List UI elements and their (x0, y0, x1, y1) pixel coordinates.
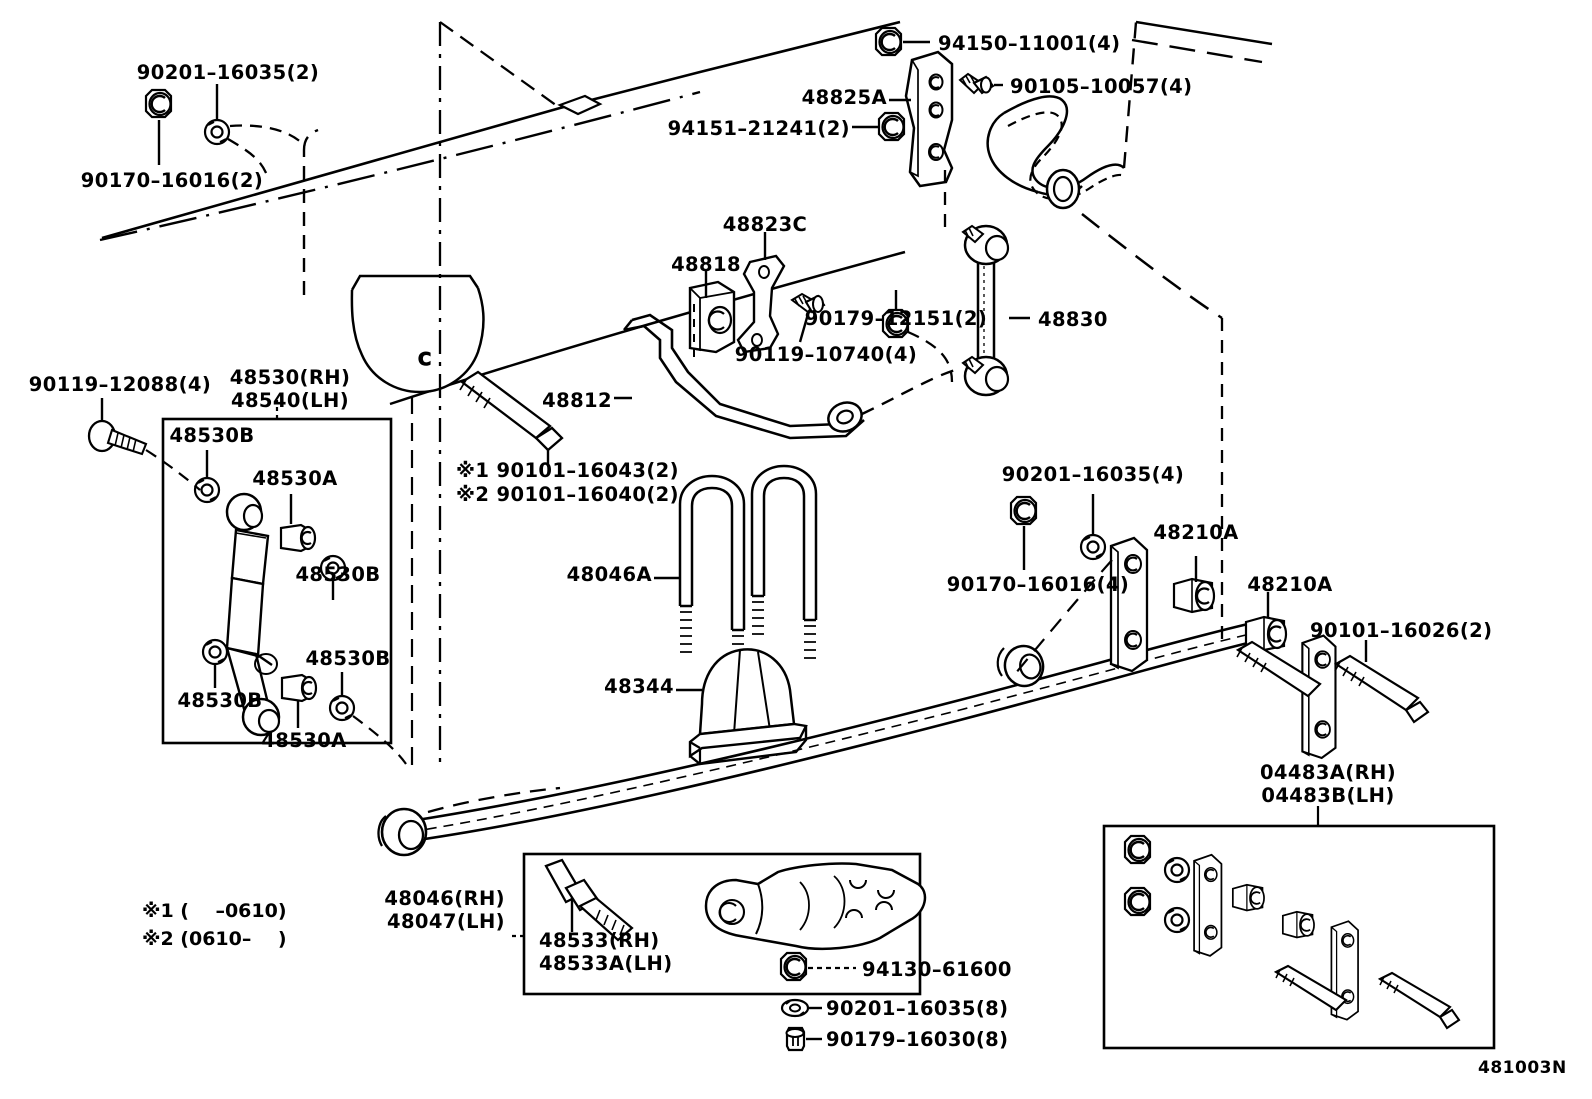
label-94130-61600: 94130–61600 (862, 958, 1012, 981)
note-1: ※1 ( –0610) (142, 900, 287, 922)
label-90119-12088: 90119–12088(4) (28, 373, 212, 396)
fastener-90170-16016-upper (144, 88, 173, 165)
stabilizer-link-48830 (961, 224, 1030, 397)
fastener-90105-10057 (958, 72, 1003, 95)
label-90201-16035-bottom: 90201–16035(8) (826, 997, 1009, 1020)
label-48530B-1: 48530B (169, 424, 255, 447)
label-48344: 48344 (604, 675, 674, 698)
control-arm (986, 20, 1273, 560)
label-94151-21241: 94151–21241(2) (667, 117, 850, 140)
label-90170-16016-right: 90170–16016(4) (946, 573, 1130, 596)
label-48530B-3: 48530B (305, 647, 391, 670)
stabilizer-bracket-48823C (736, 232, 786, 354)
label-48047-lh: 48047(LH) (386, 910, 505, 933)
fastener-94150-11001 (874, 26, 930, 57)
fastener-94151-21241 (852, 111, 906, 142)
label-90179-16030-bottom: 90179–16030(8) (826, 1028, 1009, 1051)
shock-absorber-48530 (225, 492, 281, 737)
label-48825A: 48825A (801, 86, 887, 109)
svg-text:C: C (418, 349, 431, 370)
label-48530A-1: 48530A (252, 467, 338, 490)
label-94150-11001: 94150–11001(4) (938, 32, 1121, 55)
label-48210A-2: 48210A (1247, 573, 1333, 596)
label-48046-rh: 48046(RH) (384, 887, 505, 910)
label-48830: 48830 (1038, 308, 1108, 331)
label-90119-10740: 90119–10740(4) (734, 343, 918, 366)
label-48533A-lh: 48533A(LH) (539, 952, 673, 975)
stabilizer-bar-48812 (614, 313, 956, 440)
label-90101-16026: 90101–16026(2) (1310, 619, 1493, 642)
shock-bushings (193, 450, 407, 765)
label-48818: 48818 (671, 253, 741, 276)
label-90201-16035-right: 90201–16035(4) (1001, 463, 1185, 486)
label-90105-10057: 90105–10057(4) (1010, 75, 1193, 98)
note-2: ※2 (0610– ) (142, 928, 287, 950)
label-48210A-1: 48210A (1153, 521, 1239, 544)
fastener-90119-10740 (790, 292, 826, 343)
shackle-kit-box (1102, 806, 1496, 1050)
leaf-spring (377, 622, 1253, 857)
shackle-assembly-right (1009, 494, 1430, 760)
label-48046A: 48046A (566, 563, 652, 586)
fastener-90201-16035-upper (203, 84, 270, 179)
label-48530A-2: 48530A (261, 729, 347, 752)
center-bolt-90101 (459, 370, 564, 466)
label-48540-lh: 48540(LH) (230, 389, 350, 412)
label-04483B-lh: 04483B(LH) (1261, 784, 1395, 807)
fastener-90119-12088 (87, 398, 201, 491)
label-90170-16016-upper: 90170–16016(2) (80, 169, 264, 192)
label-48530-rh: 48530(RH) (229, 366, 351, 389)
label-48530B-2: 48530B (295, 563, 381, 586)
label-48530B-4: 48530B (177, 689, 263, 712)
stabilizer-cushion-48818 (688, 271, 736, 358)
label-90179-12151: 90179–12151(2) (804, 307, 988, 330)
label-bolt-note2: ※2 90101–16040(2) (456, 483, 679, 506)
figure-code: 481003N (1478, 1058, 1567, 1078)
label-04483A-rh: 04483A(RH) (1259, 761, 1397, 784)
bump-stop-48344 (676, 648, 808, 766)
label-48533-rh: 48533(RH) (539, 929, 660, 952)
label-bolt-note1: ※1 90101–16043(2) (456, 459, 679, 482)
label-90201-16035-upper: 90201–16035(2) (136, 61, 320, 84)
label-48823C: 48823C (722, 213, 808, 236)
u-bolt-48046A (654, 464, 818, 677)
label-48812: 48812 (542, 389, 612, 412)
bolt-left (1235, 640, 1322, 698)
stabilizer-bracket-48825A (889, 50, 954, 232)
bolt-right (1333, 640, 1430, 724)
shock-absorber-kit-box (161, 400, 393, 745)
spring-seat-kit-box (508, 852, 927, 996)
bottom-parts-list (780, 998, 822, 1052)
fastener-90179-12151 (881, 290, 954, 383)
